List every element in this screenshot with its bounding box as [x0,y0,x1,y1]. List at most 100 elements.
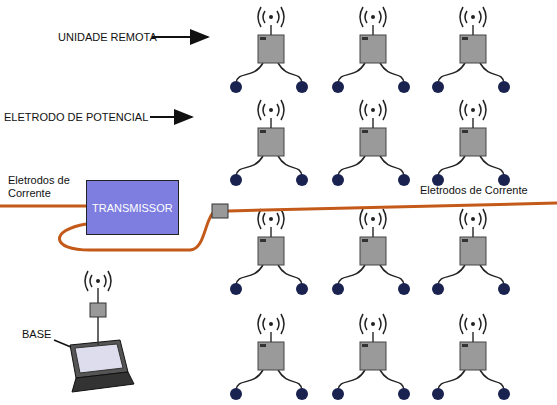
potential-electrode [398,174,410,186]
cable-label: Eletrodos de Corrente [420,184,528,197]
electrode-wire [480,63,504,83]
remote-unit [360,35,386,63]
potential-electrode [332,81,344,93]
potential-electrode [432,388,444,400]
potential-electrode [230,174,242,186]
antenna-waves [360,100,386,120]
antenna [471,15,475,19]
remote-unit [258,342,284,370]
antenna [371,108,375,112]
electrode-wire [236,370,263,390]
antenna [270,332,272,342]
potential-electrode [432,283,444,295]
antenna [270,25,272,35]
electrode-wire [278,370,302,390]
antenna [372,332,374,342]
transmitter-box: TRANSMISSOR [86,180,179,235]
electrode-wire [338,265,365,285]
pointer-arrow [152,36,208,38]
potential-electrode [398,283,410,295]
connector-box [212,204,228,218]
unit-detail [462,239,468,242]
antenna-waves [258,314,284,334]
callout-label: BASE [22,328,51,341]
unit-detail [260,239,266,242]
unit-detail [462,344,468,347]
electrode-wire [278,63,302,83]
antenna [372,118,374,128]
potential-electrode [296,174,308,186]
antenna [471,108,475,112]
electrode-wire [438,156,465,176]
potential-electrode [498,283,510,295]
potential-electrode [230,81,242,93]
remote-units [230,7,510,400]
antenna [371,322,375,326]
potential-electrode [432,81,444,93]
antenna-waves [360,209,386,229]
base-station [54,271,134,392]
electrode-wire [380,370,404,390]
antenna [269,217,273,221]
remote-unit [258,35,284,63]
unit-detail [260,344,266,347]
remote-unit [360,128,386,156]
unit-detail [362,344,368,347]
antenna [270,227,272,237]
callout-label: UNIDADE REMOTA [58,31,157,44]
remote-unit [460,35,486,63]
antenna [472,25,474,35]
antenna-waves [460,7,486,27]
unit-detail [462,37,468,40]
electrode-wire [438,265,465,285]
electrode-wire [278,156,302,176]
antenna [371,217,375,221]
potential-electrode [498,388,510,400]
electrode-wire [380,156,404,176]
antenna [471,322,475,326]
antenna-waves [460,314,486,334]
electrode-wire [480,265,504,285]
potential-electrode [296,283,308,295]
node-text: TRANSMISSOR [92,202,173,214]
electrode-wire [480,156,504,176]
callout-label: ELETRODO DE POTENCIAL [4,111,148,124]
electrode-wire [438,370,465,390]
electrode-wire [438,63,465,83]
antenna [269,15,273,19]
electrode-wire [278,265,302,285]
potential-electrode [332,174,344,186]
antenna [472,227,474,237]
antenna-waves [360,314,386,334]
potential-electrode [398,81,410,93]
antenna [269,322,273,326]
electrode-wire [236,63,263,83]
remote-unit [460,128,486,156]
potential-electrode [398,388,410,400]
antenna [372,227,374,237]
pointer-arrow [150,116,192,118]
antenna-waves [258,100,284,120]
potential-electrode [230,283,242,295]
potential-electrode [230,388,242,400]
antenna [269,108,273,112]
antenna [372,25,374,35]
potential-electrode [296,388,308,400]
antenna [371,15,375,19]
antenna-waves [460,100,486,120]
unit-detail [362,239,368,242]
antenna [472,332,474,342]
remote-unit [258,128,284,156]
unit-detail [362,37,368,40]
electrode-wire [236,156,263,176]
unit-detail [260,130,266,133]
antenna [472,118,474,128]
potential-electrode [332,283,344,295]
electrode-wire [338,156,365,176]
antenna-waves [258,209,284,229]
electrode-wire [338,63,365,83]
antenna-waves [360,7,386,27]
electrode-wire [236,265,263,285]
unit-detail [260,37,266,40]
